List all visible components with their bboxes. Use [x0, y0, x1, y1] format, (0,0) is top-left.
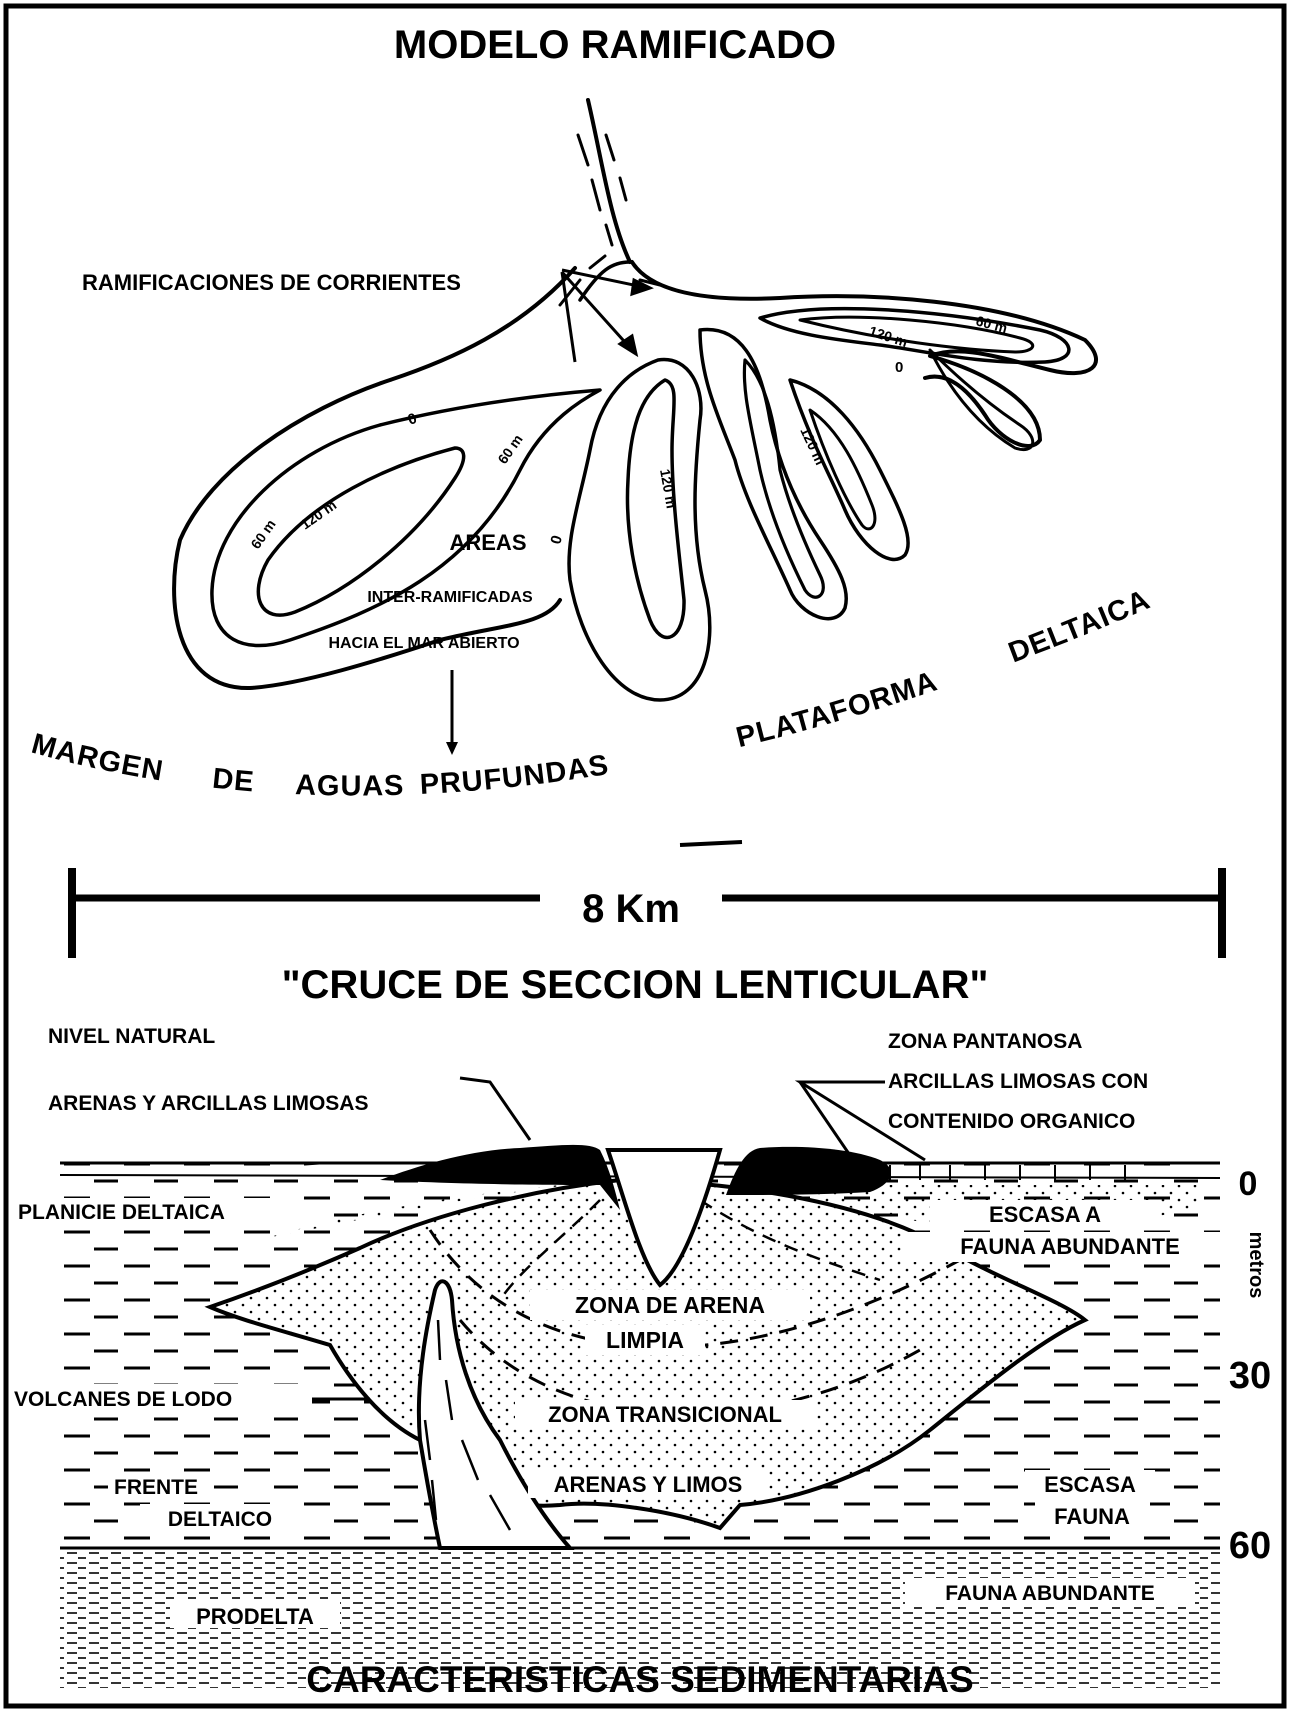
svg-text:PRUFUNDAS: PRUFUNDAS: [419, 749, 611, 801]
depth-label-0: 0: [1239, 1165, 1258, 1203]
label-inter-ramificadas: INTER-RAMIFICADAS: [367, 589, 533, 606]
label-contenido-organico: CONTENIDO ORGANICO: [888, 1110, 1135, 1133]
label-limpia: LIMPIA: [606, 1327, 684, 1353]
label-escasa: ESCASA: [1044, 1472, 1136, 1497]
label-fauna-abundante-top: FAUNA ABUNDANTE: [960, 1234, 1180, 1259]
contour-label: 0: [406, 410, 420, 429]
svg-text:DELTAICA: DELTAICA: [1004, 584, 1155, 670]
label-zona-pantanosa: ZONA PANTANOSA: [888, 1030, 1082, 1053]
top-title: MODELO RAMIFICADO: [394, 23, 836, 67]
contour-label: 60 m: [494, 431, 525, 466]
depth-unit-label: metros: [1245, 1232, 1267, 1299]
label-planicie-deltaica: PLANICIE DELTAICA: [18, 1201, 225, 1224]
contour-label: 0: [547, 534, 566, 546]
label-deltaico: DELTAICO: [168, 1508, 272, 1531]
arc-word: PRUFUNDAS: [419, 749, 611, 801]
svg-text:DE: DE: [211, 763, 256, 799]
natural-levee-right: [726, 1147, 891, 1195]
contour-label: 120 m: [298, 497, 340, 533]
label-volcanes-de-lodo: VOLCANES DE LODO: [14, 1388, 232, 1411]
svg-text:AGUAS: AGUAS: [295, 769, 405, 802]
label-prodelta: PRODELTA: [196, 1604, 314, 1629]
arc-dash: [680, 842, 742, 845]
contour-label: 120 m: [657, 468, 680, 510]
delta-contour-map: [174, 100, 1096, 700]
label-zona-arena: ZONA DE ARENA: [575, 1292, 765, 1318]
arc-word: MARGEN: [28, 728, 166, 788]
label-arcillas-limosas-con: ARCILLAS LIMOSAS CON: [888, 1070, 1148, 1093]
scale-label: 8 Km: [582, 887, 680, 931]
arc-word: DE: [211, 763, 256, 799]
depth-label-30: 30: [1229, 1355, 1271, 1397]
label-escasa-a: ESCASA A: [989, 1202, 1101, 1227]
label-arenas-arcillas: ARENAS Y ARCILLAS LIMOSAS: [48, 1092, 368, 1115]
arc-word: DELTAICA: [1004, 584, 1155, 670]
section-title: "CRUCE DE SECCION LENTICULAR": [282, 963, 989, 1007]
depth-label-60: 60: [1229, 1525, 1271, 1567]
seaward-arrow: [446, 670, 458, 755]
label-nivel-natural: NIVEL NATURAL: [48, 1025, 215, 1048]
arc-word: PLATAFORMA: [733, 665, 942, 754]
label-zona-transicional: ZONA TRANSICIONAL: [548, 1402, 782, 1427]
label-ramificaciones: RAMIFICACIONES DE CORRIENTES: [82, 270, 461, 295]
margin-arc-label: MARGEN DE AGUAS PRUFUNDAS PLATAFORMA DEL…: [28, 584, 1155, 803]
svg-text:PLATAFORMA: PLATAFORMA: [733, 665, 942, 754]
footer-title: CARACTERISTICAS SEDIMENTARIAS: [306, 1659, 973, 1700]
label-fauna-abundante-bottom: FAUNA ABUNDANTE: [945, 1582, 1155, 1605]
label-areas: AREAS: [449, 530, 526, 555]
contour-label: 60 m: [247, 516, 278, 551]
label-hacia-mar-abierto: HACIA EL MAR ABIERTO: [328, 635, 519, 652]
label-frente: FRENTE: [114, 1476, 198, 1499]
arc-word: AGUAS: [295, 769, 405, 802]
label-fauna: FAUNA: [1054, 1504, 1130, 1529]
label-arenas-y-limos: ARENAS Y LIMOS: [554, 1472, 743, 1497]
svg-text:MARGEN: MARGEN: [28, 728, 166, 788]
contour-label: 0: [895, 359, 903, 376]
